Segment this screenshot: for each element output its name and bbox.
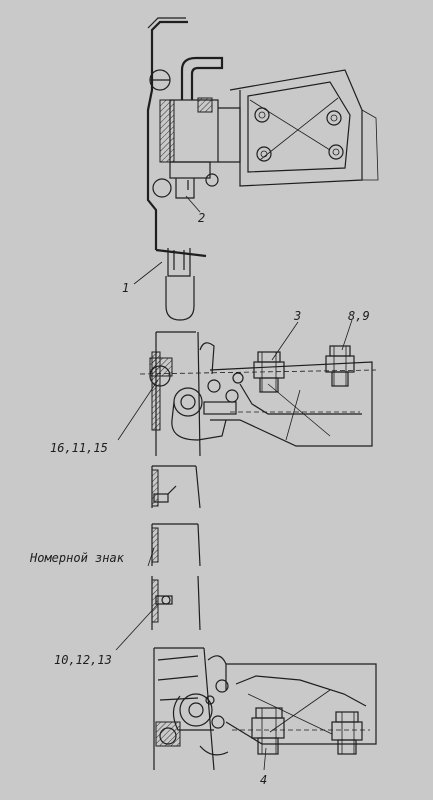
middle-assembly: 3 8,9 16,11,15 (50, 309, 377, 457)
plate-bolt (256, 146, 272, 162)
callout-3: 3 (293, 309, 301, 323)
top-hinge-assembly: 2 1 (122, 17, 379, 321)
callout-4: 4 (260, 773, 267, 787)
callout-2: 2 (198, 211, 205, 225)
plate-bolt (328, 144, 344, 160)
callout-1: 1 (122, 281, 129, 295)
bottom-assembly: 4 (153, 647, 377, 787)
callout-8-9: 8,9 (348, 309, 370, 323)
callout-10-12-13: 10,12,13 (54, 653, 112, 667)
plate-strip: Номерной знак 10,12,13 (29, 465, 201, 667)
plate-bolt (254, 107, 270, 123)
callout-16-11-15: 16,11,15 (50, 441, 108, 455)
license-plate-label: Номерной знак (29, 551, 125, 565)
plate-bolt (326, 110, 342, 126)
